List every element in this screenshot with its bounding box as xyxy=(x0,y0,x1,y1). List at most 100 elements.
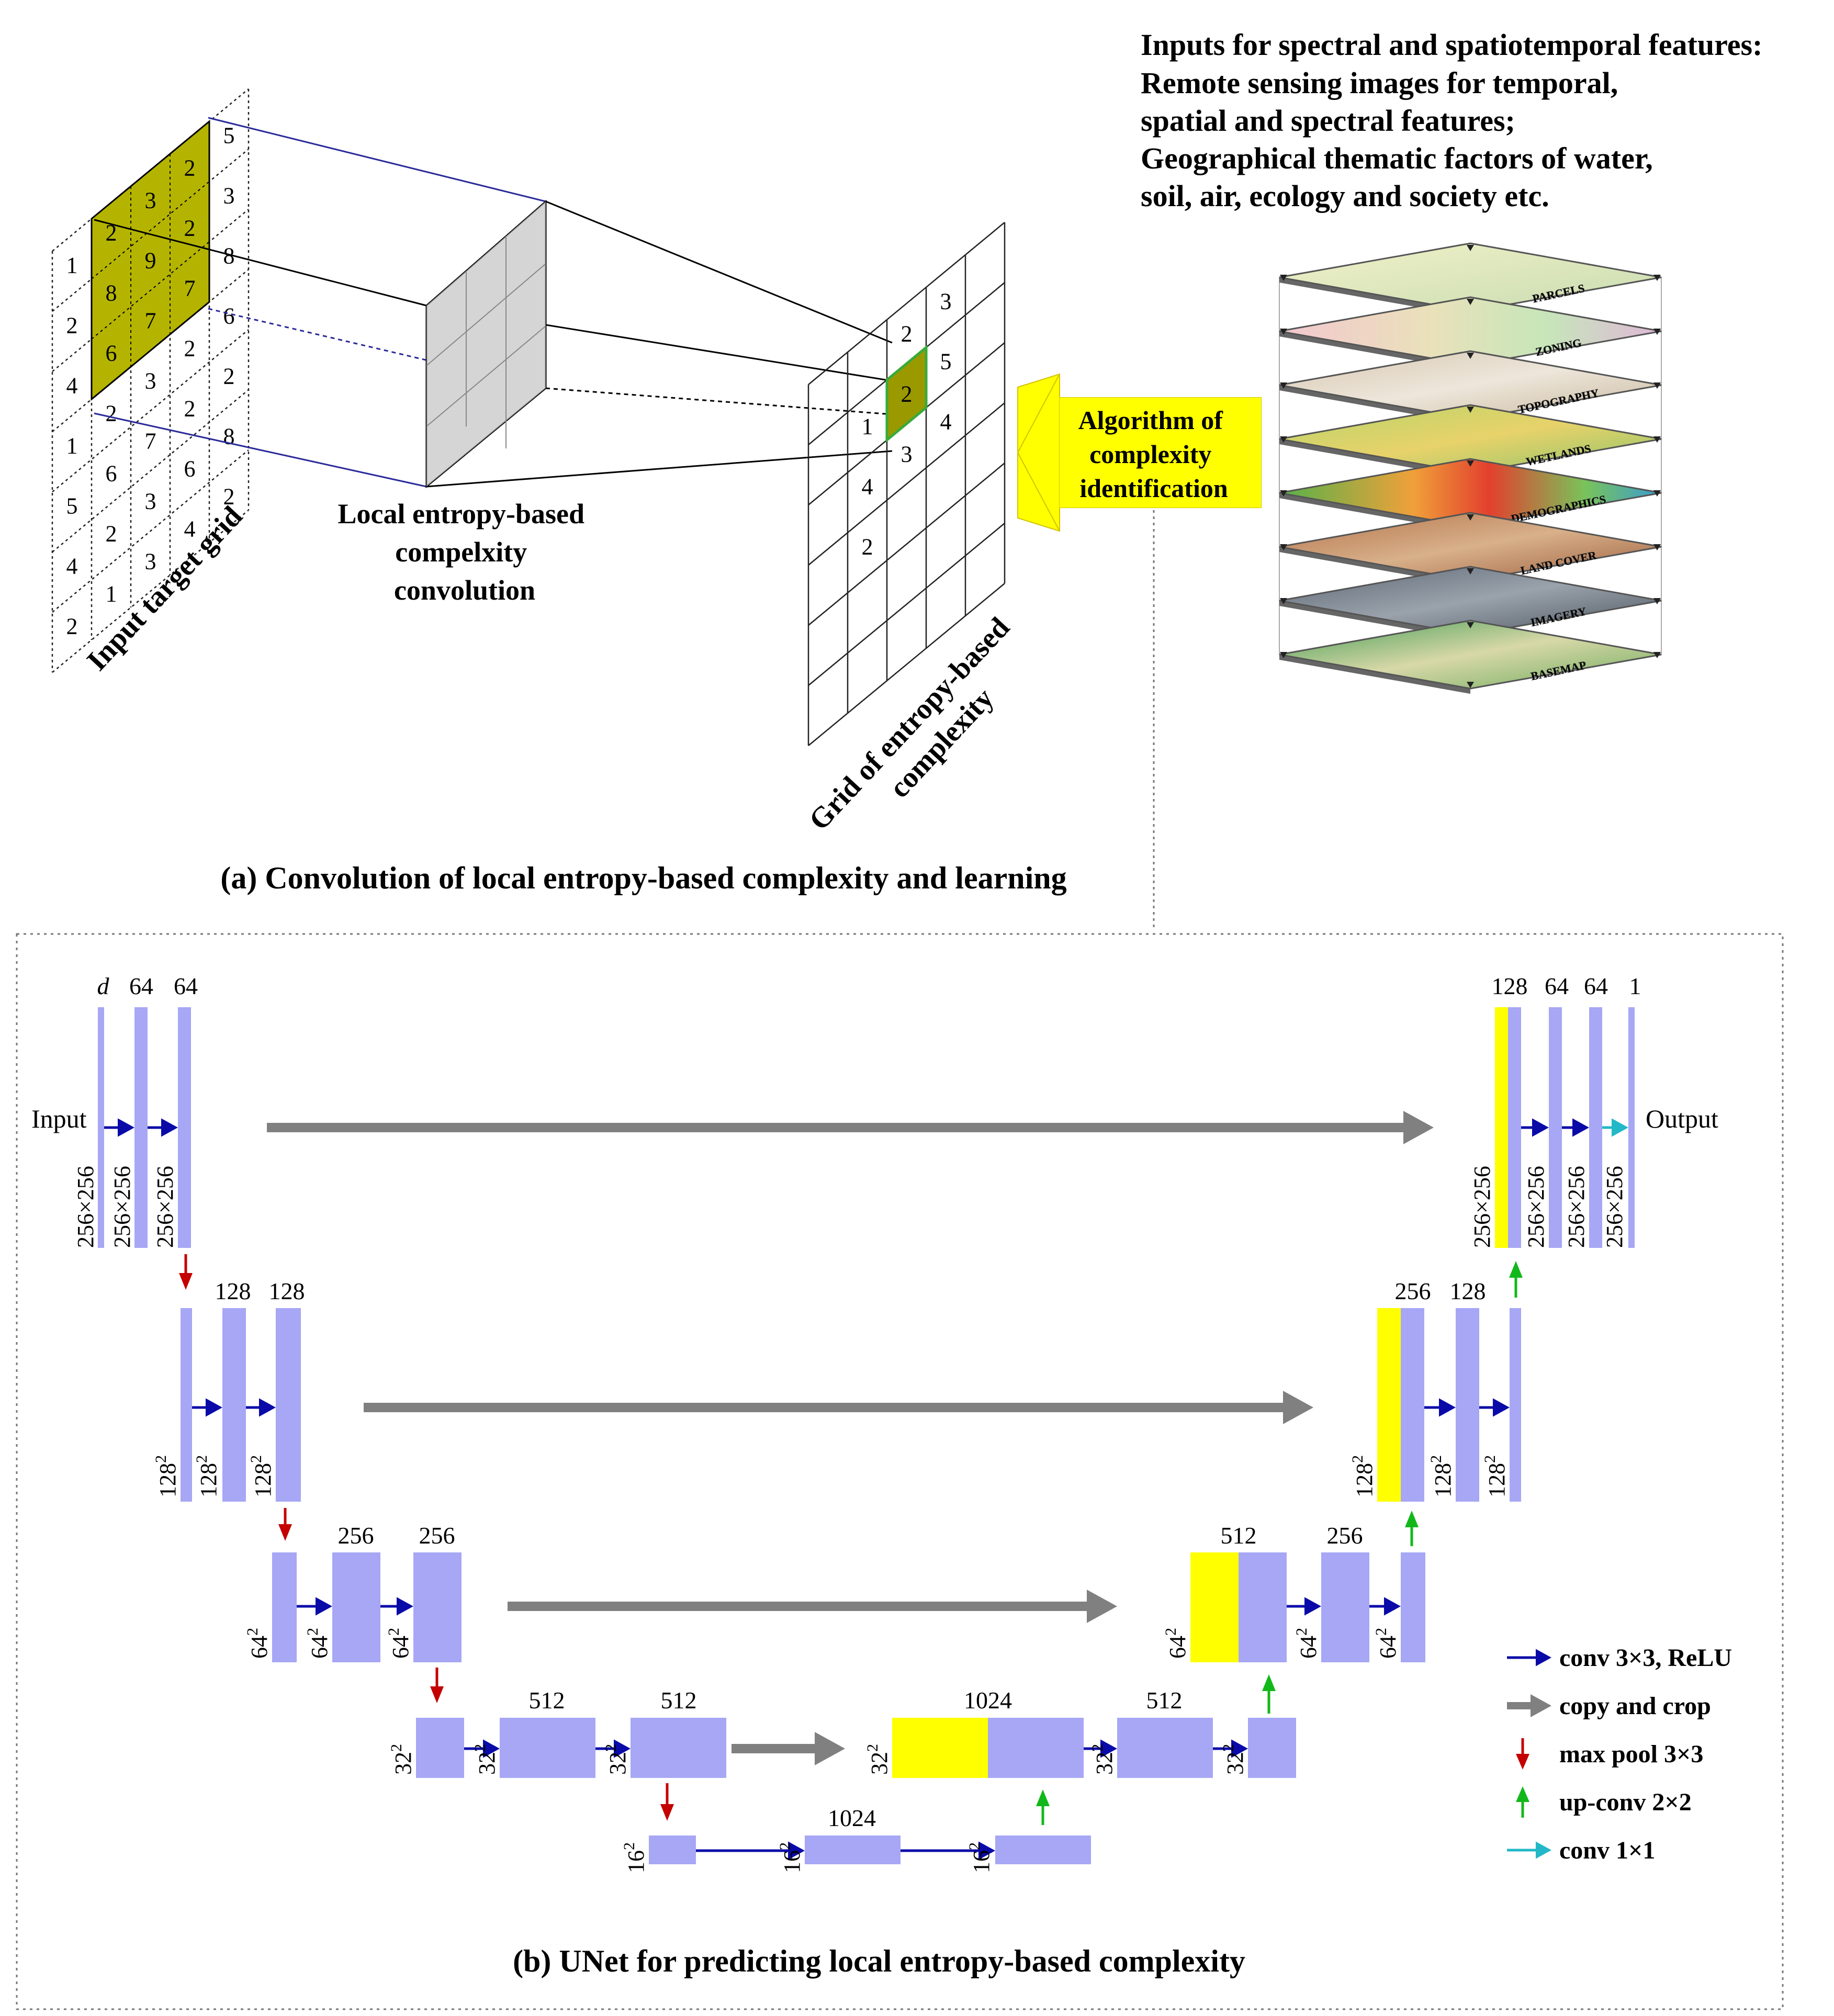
feature-map xyxy=(995,1835,1091,1864)
feature-map xyxy=(631,1718,726,1778)
size-label-exponent: 2 xyxy=(777,1842,794,1850)
size-label-exponent: 2 xyxy=(388,1744,405,1752)
legend-arrow-head xyxy=(1516,1754,1529,1770)
size-label-exponent: 2 xyxy=(1162,1628,1179,1636)
channel-label: 512 xyxy=(1146,1687,1183,1714)
output-label: Output xyxy=(1646,1104,1718,1133)
size-label: 642 xyxy=(385,1628,413,1659)
channel-label: 64 xyxy=(174,973,198,999)
size-label: 642 xyxy=(1293,1628,1321,1659)
copied-feature-map xyxy=(1495,1007,1508,1248)
maxpool-arrow-head xyxy=(278,1524,292,1541)
input-grid-value: 2 xyxy=(184,216,196,241)
input-grid-value: 5 xyxy=(66,493,78,519)
output-grid-value: 4 xyxy=(940,409,952,435)
input-grid-value: 3 xyxy=(145,489,156,514)
input-grid-value: 1 xyxy=(66,253,78,278)
caption-b: (b) UNet for predicting local entropy-ba… xyxy=(513,1944,1245,1978)
legend-label: up-conv 2×2 xyxy=(1559,1788,1692,1816)
size-label: 642 xyxy=(1372,1628,1401,1659)
layer-corner-marker xyxy=(1653,490,1661,497)
conv-arrow-head xyxy=(788,1841,805,1860)
conv-arrow-head xyxy=(259,1398,276,1417)
input-grid-value: 2 xyxy=(184,336,196,362)
conv-arrow-head xyxy=(206,1398,222,1417)
map-layer xyxy=(1279,620,1662,690)
output-grid-line xyxy=(808,583,1005,746)
unet-arrows xyxy=(104,1111,1628,1860)
upconv-arrow-head xyxy=(1509,1261,1523,1278)
legend-label: conv 3×3, ReLU xyxy=(1559,1644,1732,1672)
upconv-arrow-head xyxy=(1405,1511,1419,1527)
algorithm-label: Algorithm of complexity identification xyxy=(1078,406,1230,503)
size-label: 1282 xyxy=(1349,1455,1377,1497)
input-grid-value: 2 xyxy=(223,484,235,510)
conv-arrow-head xyxy=(161,1118,178,1137)
size-label-exponent: 2 xyxy=(1349,1455,1366,1463)
conv1x1-arrow-head xyxy=(1612,1118,1628,1137)
conv-arrow-head xyxy=(1304,1597,1321,1616)
layer-corner-marker xyxy=(1653,275,1661,281)
input-grid-value: 1 xyxy=(106,581,117,607)
size-label-exponent: 2 xyxy=(304,1628,321,1636)
map-layer xyxy=(1279,242,1662,312)
layer-corner-marker xyxy=(1280,382,1287,389)
input-window-line xyxy=(91,241,210,340)
input-grid-value: 3 xyxy=(145,188,156,213)
input-grid-value: 5 xyxy=(223,123,235,149)
output-grid-label: Grid of entropy-based complexity xyxy=(803,606,1048,862)
size-label: 256×256 xyxy=(109,1166,135,1248)
output-grid-line xyxy=(808,523,1005,686)
channel-label: 1 xyxy=(1629,973,1641,999)
size-label-exponent: 2 xyxy=(602,1744,620,1752)
input-grid-value: 1 xyxy=(66,433,78,459)
size-label-exponent: 2 xyxy=(1293,1628,1310,1636)
feature-map xyxy=(1510,1308,1521,1502)
layer-corner-marker xyxy=(1280,490,1287,497)
size-label-exponent: 2 xyxy=(864,1744,881,1752)
channel-label: 1024 xyxy=(964,1687,1012,1714)
map-layer xyxy=(1279,566,1662,636)
feature-map xyxy=(416,1718,464,1778)
size-label: 1282 xyxy=(152,1455,181,1497)
output-grid-value: 3 xyxy=(901,442,913,467)
channel-label: 256 xyxy=(338,1522,374,1549)
feature-map xyxy=(134,1007,148,1248)
input-grid-value: 6 xyxy=(106,461,117,487)
output-grid-value: 2 xyxy=(901,321,913,347)
channel-label: 1024 xyxy=(828,1805,876,1831)
output-grid-value: 2 xyxy=(901,381,913,407)
input-grid-value: 6 xyxy=(223,303,235,329)
feature-map xyxy=(500,1718,595,1778)
output-grid-value: 2 xyxy=(862,534,873,560)
conv-arrow-head xyxy=(978,1841,995,1860)
size-label: 322 xyxy=(388,1744,416,1775)
legend-arrow-head xyxy=(1536,1649,1551,1666)
layer-corner-marker xyxy=(1280,436,1287,443)
maxpool-arrow-head xyxy=(179,1273,193,1290)
layer-corner-marker xyxy=(1280,275,1287,281)
copy-arrow-head xyxy=(815,1732,845,1765)
output-grid-value: 1 xyxy=(862,414,873,440)
conv-arrow-head xyxy=(1493,1398,1510,1417)
layer-corner-marker xyxy=(1467,407,1474,413)
upconv-arrow-head xyxy=(1262,1674,1276,1691)
size-label-exponent: 2 xyxy=(1372,1628,1390,1636)
layer-corner-marker xyxy=(1467,245,1474,251)
size-label: 162 xyxy=(621,1842,649,1873)
copied-feature-map xyxy=(892,1718,988,1778)
layer-corner-marker xyxy=(1653,544,1661,550)
map-layer xyxy=(1279,296,1662,366)
size-label-exponent: 2 xyxy=(247,1455,265,1463)
map-layer xyxy=(1279,404,1662,474)
channel-label: 64 xyxy=(129,973,153,999)
input-grid-value: 7 xyxy=(184,276,196,301)
conv-arrow-head xyxy=(397,1597,413,1616)
input-grid-value: 7 xyxy=(145,308,156,334)
caption-a: (a) Convolution of local entropy-based c… xyxy=(220,861,1066,895)
input-label: Input xyxy=(31,1104,87,1133)
feature-map xyxy=(1456,1308,1479,1502)
